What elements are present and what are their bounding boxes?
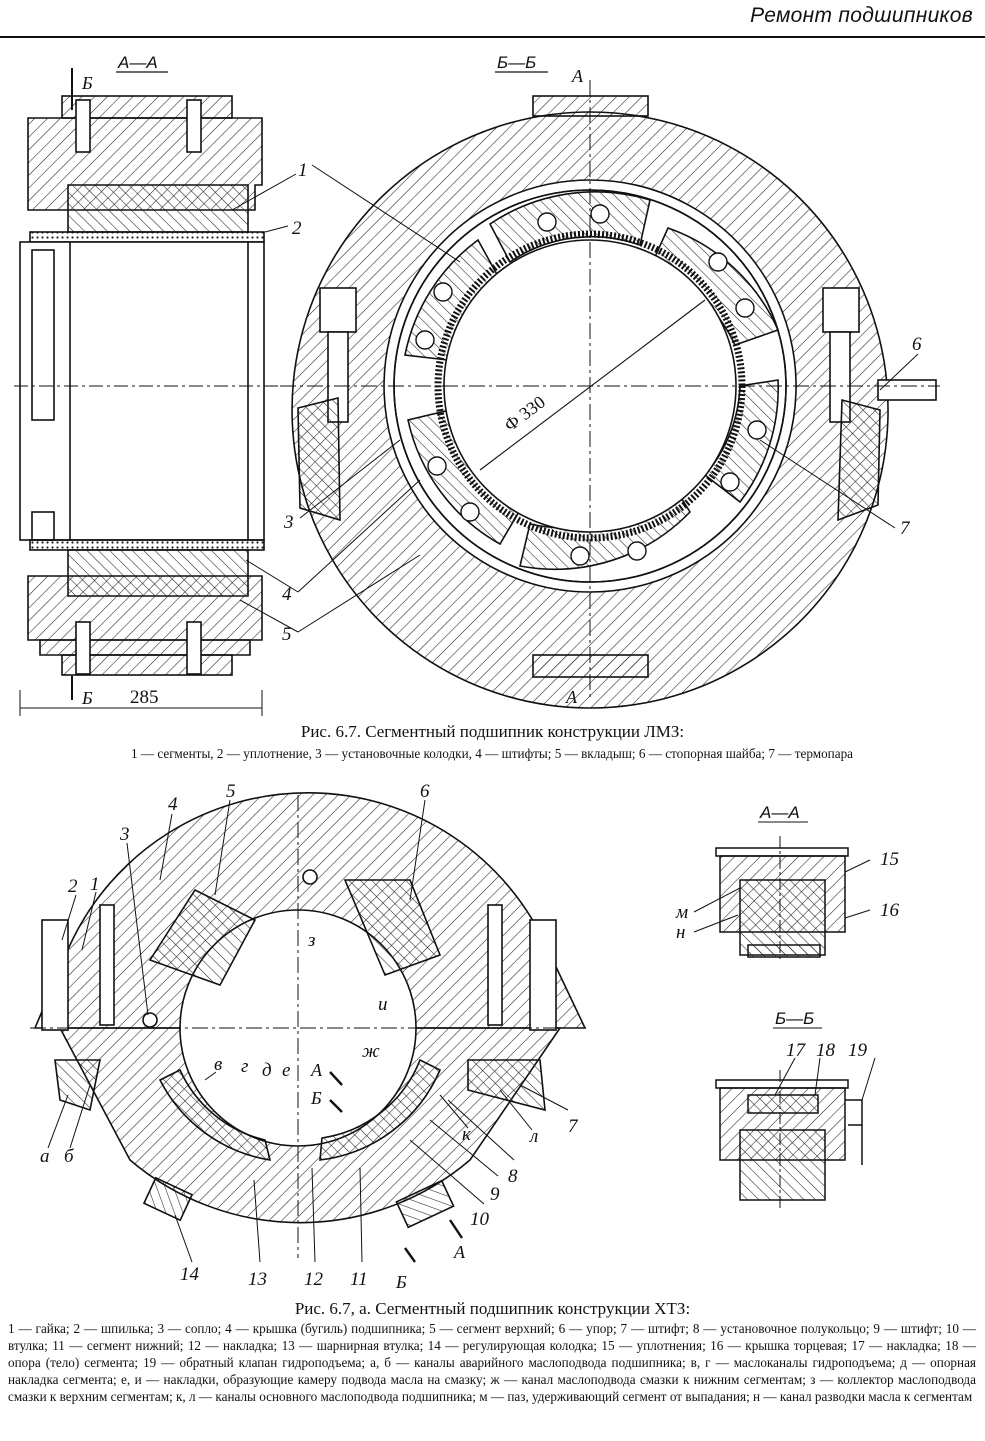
fig1-caption: Рис. 6.7. Сегментный подшипник конструкц… <box>300 722 685 741</box>
fig2-letter-i: и <box>378 994 388 1015</box>
fig1-callout-6: 6 <box>912 334 922 355</box>
fig2-callout-11: 11 <box>350 1269 368 1290</box>
fig2-section-aa-label: А—А <box>759 803 800 822</box>
fig2-letter-b: б <box>64 1146 75 1167</box>
fig1-legend: 1 — сегменты, 2 — уплотнение, 3 — устано… <box>130 746 854 761</box>
fig1-callout-4: 4 <box>282 584 292 605</box>
fig2-callout-5: 5 <box>226 781 236 802</box>
fig2-mark-b-2: Б <box>395 1272 407 1292</box>
fig2-callout-1: 1 <box>90 874 100 895</box>
fig2-mark-a-2: А <box>453 1242 466 1262</box>
fig2-callout-10: 10 <box>470 1209 490 1230</box>
fig2-callout-8: 8 <box>508 1166 518 1187</box>
fig2-section-aa-view: А—А 15 16 м н <box>675 803 900 962</box>
fig1-callouts: 1 2 3 4 5 6 7 <box>231 160 922 645</box>
fig2-callout-2: 2 <box>68 876 78 897</box>
fig2-callouts: 2 1 3 4 5 6 7 8 9 10 11 12 13 14 <box>61 781 579 1290</box>
fig2-letter-zh: ж <box>362 1041 380 1062</box>
fig1-callout-2: 2 <box>292 218 302 239</box>
page-header-title: Ремонт подшипников <box>750 4 973 27</box>
fig2-callout-4: 4 <box>168 794 178 815</box>
fig2-callout-16: 16 <box>880 900 900 921</box>
fig1-section-bb-label: Б—Б <box>497 53 536 72</box>
fig1-callout-1: 1 <box>298 160 308 181</box>
fig2-mark-b-1: Б <box>310 1088 322 1108</box>
fig2-callout-18: 18 <box>816 1040 836 1061</box>
fig1-mark-a-top: А <box>571 66 584 86</box>
fig1-mark-b-bottom: Б <box>81 688 93 708</box>
fig2-callout-15: 15 <box>880 849 899 870</box>
fig2-callout-6: 6 <box>420 781 430 802</box>
fig2-callout-14: 14 <box>180 1264 200 1285</box>
fig2-legend: 1 — гайка; 2 — шпилька; 3 — сопло; 4 — к… <box>8 1321 976 1404</box>
fig2-letter-k: к <box>462 1124 472 1145</box>
fig1-section-bb-view: Б—Б А А <box>280 53 940 709</box>
fig1-callout-5: 5 <box>282 624 292 645</box>
fig2-callout-19: 19 <box>848 1040 868 1061</box>
fig1-section-aa-view: А—А Б <box>14 53 290 716</box>
page-header: Ремонт подшипников <box>0 0 985 40</box>
fig2-letter-z: з <box>307 930 315 951</box>
fig2-callout-12: 12 <box>304 1269 324 1290</box>
fig1-callout-3: 3 <box>283 512 294 533</box>
fig2-callout-7: 7 <box>568 1116 579 1137</box>
fig2-callout-9: 9 <box>490 1184 500 1205</box>
fig2-section-bb-label: Б—Б <box>775 1009 814 1028</box>
fig2-letter-v: в <box>214 1054 222 1075</box>
fig2-letter-labels: а б в г д е ж з и к л <box>40 930 538 1167</box>
fig2-caption: Рис. 6.7, а. Сегментный подшипник констр… <box>294 1299 691 1318</box>
fig2-letter-g: г <box>241 1056 248 1077</box>
header-rule <box>0 36 985 38</box>
figure2-diagram: А Б А Б 2 1 3 4 5 6 7 <box>30 781 900 1292</box>
fig2-callout-13: 13 <box>248 1269 267 1290</box>
fig2-section-bb-view: Б—Б 17 18 19 <box>715 1009 876 1208</box>
figure1-diagram: А—А Б <box>14 53 940 716</box>
fig2-mark-a-1: А <box>310 1060 323 1080</box>
fig2-letter-n: н <box>676 922 685 943</box>
fig1-mark-b-top: Б <box>81 73 93 93</box>
fig2-callout-17: 17 <box>786 1040 807 1061</box>
fig1-callout-7: 7 <box>900 518 911 539</box>
fig2-callout-3: 3 <box>119 824 130 845</box>
fig2-main-view: А Б А Б <box>30 792 590 1292</box>
fig1-dimension-285: 285 <box>130 687 159 708</box>
fig2-letter-a: а <box>40 1146 50 1167</box>
fig2-letter-l: л <box>529 1126 538 1147</box>
fig2-letter-e: е <box>282 1060 290 1081</box>
fig2-letter-m: м <box>675 902 688 923</box>
fig1-section-aa-label: А—А <box>117 53 158 72</box>
fig2-letter-d: д <box>262 1060 272 1081</box>
